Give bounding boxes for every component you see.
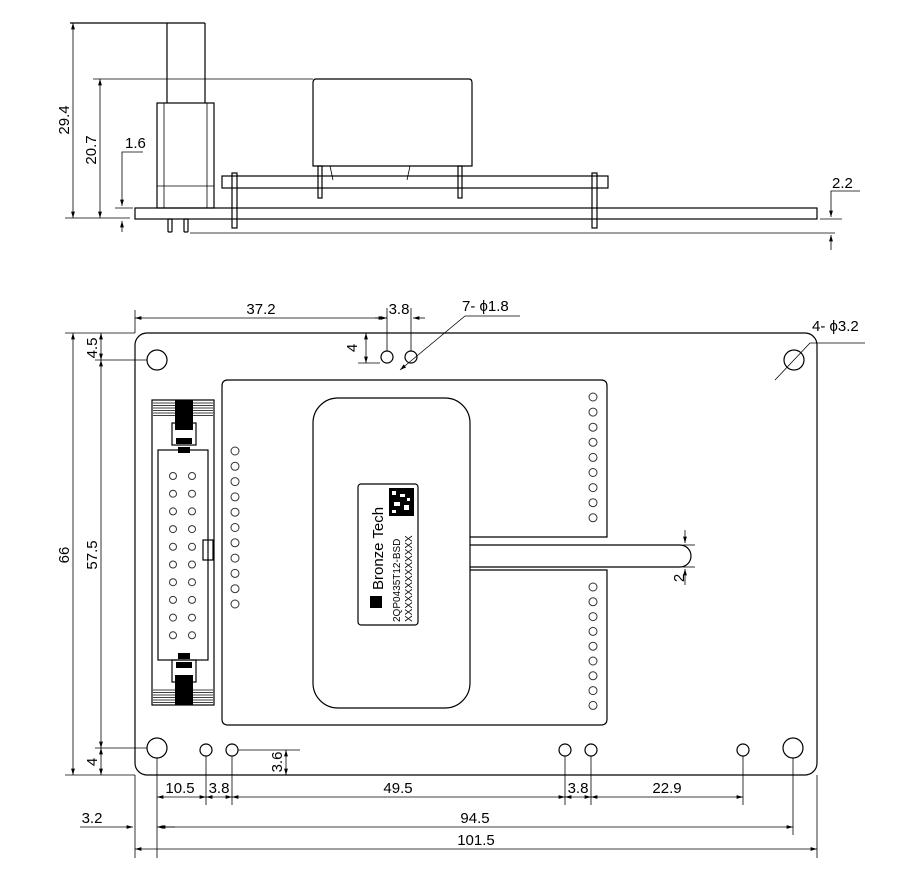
small-holes [199, 350, 750, 757]
slot [470, 544, 692, 568]
dim-10-5: 10.5 [165, 780, 194, 797]
mount-hole [782, 737, 804, 759]
pin [230, 477, 240, 487]
pin [230, 507, 240, 517]
dim-top-margin: 4.5 [84, 338, 101, 359]
side-view: 29.4 20.7 1.6 2.2 [56, 22, 860, 250]
transformer-side [312, 78, 473, 167]
pin [188, 507, 196, 516]
pin [230, 523, 240, 532]
dim-49-5: 49.5 [383, 780, 412, 797]
pin [230, 492, 240, 502]
pin [588, 452, 598, 462]
transformer-outline [312, 397, 471, 709]
pin [588, 483, 598, 493]
dim-small-holes: 7- ϕ1.8 [462, 298, 509, 315]
dim-hole-span-y: 57.5 [84, 540, 101, 569]
pin [230, 446, 240, 456]
pin [588, 407, 598, 417]
label-serial: XXXXXXXXXXXXX [404, 535, 415, 622]
main-board-outline [134, 332, 818, 776]
pin [588, 422, 598, 432]
module-outline [221, 379, 608, 726]
dim-3-8-b: 3.8 [568, 780, 589, 797]
pin [188, 631, 196, 640]
carrier-pins [231, 165, 598, 229]
pin [169, 507, 177, 516]
pin [188, 578, 196, 587]
left-pin-row [230, 446, 240, 609]
pin [588, 468, 598, 477]
pin [169, 525, 177, 534]
dim-total-height: 29.4 [56, 105, 73, 134]
pin [169, 631, 177, 640]
label-brand: Bronze Tech [370, 507, 387, 590]
pin [230, 584, 240, 594]
pin [588, 686, 598, 696]
dim-bottom-margin: 4 [84, 758, 101, 766]
pin [188, 560, 196, 569]
dim-hole-pitch: 3.8 [389, 301, 410, 318]
dim-left-offset: 3.2 [82, 810, 103, 827]
pin [588, 437, 598, 447]
dim-board-thickness: 1.6 [125, 135, 146, 152]
pin [230, 599, 240, 609]
mount-hole [146, 349, 168, 371]
dim-pin-length: 2.2 [832, 175, 853, 192]
pin [230, 461, 240, 471]
dim-3-8-a: 3.8 [209, 780, 230, 797]
pin [230, 553, 240, 563]
pin [188, 613, 196, 622]
dim-component-height: 20.7 [83, 135, 100, 164]
mounting-holes [146, 349, 805, 759]
pin [188, 489, 196, 498]
carrier-board-side [221, 175, 609, 189]
dim-board-width: 101.5 [457, 832, 495, 849]
pin [588, 671, 598, 681]
pin [169, 595, 177, 604]
pin [230, 568, 240, 578]
pin [188, 542, 196, 551]
product-label: Bronze Tech 2QP0435T12-BSD XXXXXXXXXXXXX [357, 483, 419, 626]
pin [588, 597, 598, 607]
pin [588, 700, 598, 710]
pin [588, 582, 598, 592]
pin [588, 498, 598, 508]
dim-mount-holes: 4- ϕ3.2 [812, 318, 859, 335]
pin [188, 525, 196, 534]
dim-hole-x: 37.2 [246, 301, 275, 318]
pin [588, 612, 598, 622]
mount-hole [146, 737, 168, 759]
right-lower-pin-row [588, 582, 598, 710]
pin [588, 513, 598, 523]
label-part-number: 2QP0435T12-BSD [392, 539, 403, 622]
dim-board-height: 66 [56, 547, 73, 564]
pin [188, 595, 196, 604]
dim-22-9: 22.9 [652, 780, 681, 797]
brand-logo-icon [370, 596, 382, 608]
pin [230, 538, 240, 548]
dim-slot-width: 2 [671, 574, 688, 582]
bottom-view: Bronze Tech 2QP0435T12-BSD XXXXXXXXXXXXX… [56, 298, 865, 858]
dim-hole-span-x: 94.5 [460, 810, 489, 827]
pin [169, 489, 177, 498]
main-board-side [134, 207, 818, 220]
pin [169, 472, 177, 480]
dim-bottom-hole-y: 3.6 [269, 752, 286, 773]
pin [588, 392, 598, 402]
pin [588, 641, 598, 651]
pin [169, 578, 177, 587]
pin [169, 613, 177, 622]
connector-side [156, 102, 215, 233]
pin [588, 656, 598, 666]
pin [169, 542, 177, 551]
mount-hole [783, 349, 805, 371]
pin [588, 626, 598, 636]
right-upper-pin-row [588, 392, 598, 523]
pin [188, 472, 196, 480]
dim-top-offset: 4 [344, 344, 361, 352]
cable-side [70, 22, 206, 103]
ribbon-connector [151, 399, 215, 706]
pin [169, 560, 177, 569]
